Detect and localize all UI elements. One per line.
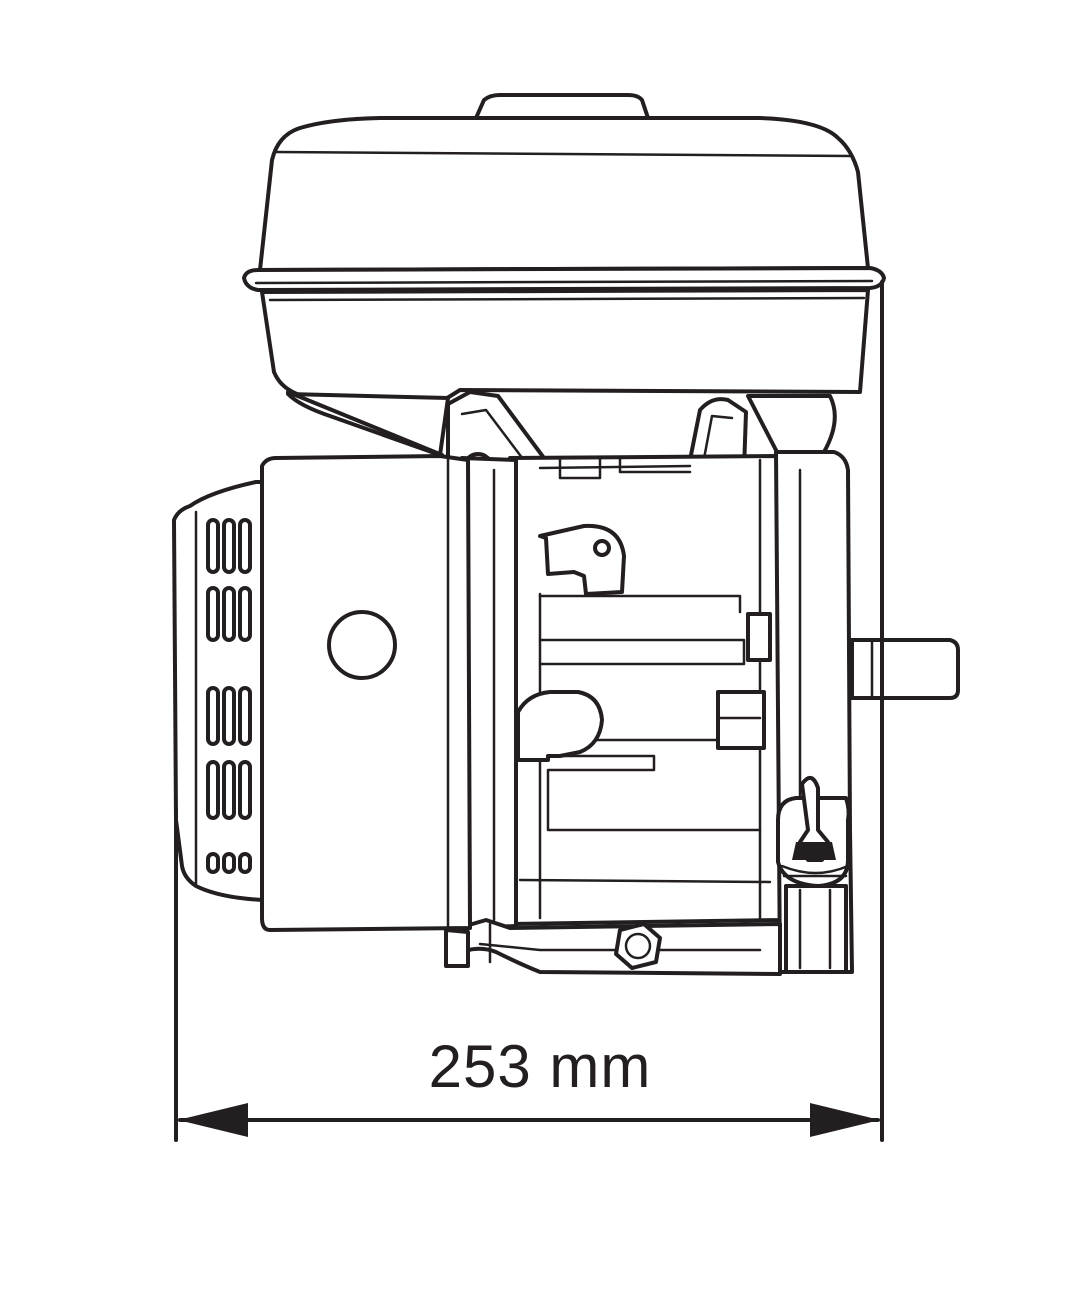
- oil-filler-cap: [776, 776, 851, 974]
- fuel-cap: [474, 93, 650, 120]
- width-dimension: [174, 280, 884, 1142]
- crankshaft: [850, 638, 960, 700]
- fuel-tank: [242, 93, 886, 457]
- tank-lower: [260, 288, 870, 402]
- block-boss-lower: [716, 690, 766, 750]
- tank-seam: [242, 266, 886, 292]
- cooling-vents: [206, 518, 252, 874]
- output-shaft: [850, 638, 960, 700]
- arrowhead-left: [178, 1103, 248, 1137]
- starter-housing: [260, 454, 472, 932]
- tank-upper: [258, 116, 870, 272]
- block-boss-upper: [746, 612, 772, 662]
- drain-plug: [614, 922, 662, 970]
- recoil-starter-housing: [172, 454, 472, 932]
- dimension-label: 253 mm: [428, 1033, 652, 1100]
- starter-hub: [327, 610, 397, 680]
- arrowhead-right: [810, 1103, 880, 1137]
